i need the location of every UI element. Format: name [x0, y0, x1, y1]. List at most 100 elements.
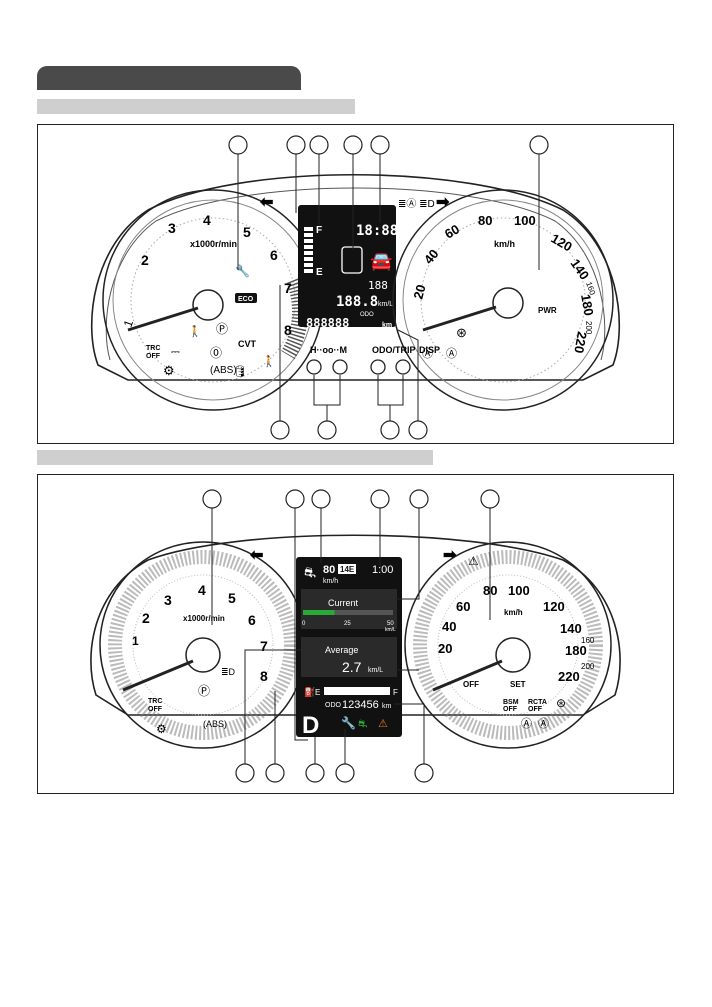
speed-number: 200: [581, 662, 595, 671]
current-label: Current: [328, 598, 359, 608]
mid-time: 1:00: [372, 564, 393, 576]
button-mid-label: ODO/TRIP: [372, 345, 416, 355]
tach-number: 3: [164, 592, 172, 608]
speed-number: 60: [442, 221, 462, 241]
tach-number: 6: [270, 247, 278, 263]
mid-speed-unit: km/h: [323, 578, 338, 585]
abs-icon: (ABS): [203, 719, 227, 729]
speed-number: 120: [543, 599, 565, 614]
speed-number: 160: [581, 636, 595, 645]
brake-icon: ⓪: [210, 346, 222, 360]
tach-number: 2: [141, 252, 149, 268]
odo-label: ODO: [325, 702, 342, 709]
cluster-panel-b: 1 2 3 4 5 6 7 8 x1000r/min TRC OFF Ⓟ (AB…: [37, 474, 674, 794]
auto-hold-icon: Ⓐ: [422, 347, 433, 360]
engine-check-icon: ⚙: [163, 363, 175, 378]
speed-number: 80: [478, 213, 492, 228]
speed-number: 220: [558, 669, 580, 684]
speed-needle: [422, 305, 497, 332]
speedometer-gauge-b: 20 40 60 80 100 120 140 160 180 200 220 …: [404, 541, 612, 749]
speedometer-gauge: 20 40 60 80 100 120 140 160 180 200 220 …: [392, 189, 614, 411]
lights-icon: ≣D: [221, 667, 236, 677]
tach-number: 8: [260, 668, 268, 684]
section-header-tab: [37, 66, 301, 90]
odo-value: 123456: [342, 699, 379, 711]
mid-badge-bg: [338, 564, 356, 574]
speed-number: 180: [578, 293, 597, 317]
cvt-label: CVT: [238, 339, 257, 349]
h-m-button[interactable]: [306, 359, 322, 375]
pwr-label: PWR: [538, 306, 557, 315]
left-arrow-icon: ⬅: [249, 547, 263, 564]
speed-unit-label: km/h: [494, 239, 515, 249]
wrench-icon: 🔧: [341, 715, 356, 730]
tach-number: 1: [132, 634, 139, 648]
parking-icon: Ⓟ: [198, 684, 210, 698]
auto-hold-icon: Ⓐ: [538, 717, 549, 730]
warning-icon: ⚠: [468, 554, 479, 568]
disp-button[interactable]: [395, 359, 411, 375]
abs-icon: (ABS): [210, 365, 237, 376]
vehicle-green-icon: ⛐: [358, 718, 368, 730]
cluster-outline-a: [90, 174, 621, 381]
warning-orange-icon: ⚠: [378, 718, 388, 730]
tach-number: 4: [198, 582, 206, 598]
center-multi-info-display: ⬅ ➡ ⛐ 80 14E km/h 1:00 Current 0 25 50 k…: [249, 547, 457, 739]
speed-number: 100: [508, 583, 530, 598]
tach-number: 4: [203, 212, 211, 228]
fuel-gauge-label-e: E: [316, 267, 323, 278]
callout-circles-b: [202, 489, 500, 783]
speed-number: 60: [456, 599, 470, 614]
cluster-outline-b: [90, 534, 621, 716]
meter-buttons: H··oo··M ODO/TRIP DISP: [306, 345, 440, 375]
callout-circles-a: [228, 135, 549, 440]
speed-number: 20: [438, 641, 452, 656]
odo-trip-button[interactable]: [370, 359, 386, 375]
fuel-icon: ⛽: [304, 686, 315, 697]
lcd-odo-label: ODO: [360, 312, 374, 318]
vehicle-icon: 🚘: [370, 251, 392, 271]
subsection-bar-b: [37, 450, 433, 465]
steering-icon: ⊛: [556, 696, 566, 710]
tach-number: 6: [248, 612, 256, 628]
speed-number: 180: [565, 643, 587, 658]
current-scale: 50: [387, 621, 394, 627]
button-left-label: H··oo··M: [310, 345, 347, 355]
subsection-bar-a: [37, 99, 355, 114]
tach-hub: [192, 289, 224, 321]
lcd-consumption: 188.8: [336, 294, 378, 310]
tach-number: 5: [243, 224, 251, 240]
h-m-button-2[interactable]: [332, 359, 348, 375]
tach-unit-label: x1000r/min: [183, 614, 225, 623]
average-label: Average: [325, 645, 358, 655]
speed-number: 40: [421, 246, 442, 267]
current-scale: 0: [302, 621, 306, 627]
odo-unit: km: [382, 703, 392, 710]
tachometer-gauge: 1 2 3 4 5 6 7 8 x1000r/min 🔧 ECO CVT TRC…: [102, 189, 324, 411]
current-bar-fill: [303, 610, 335, 615]
tach-number: 5: [228, 590, 236, 606]
tach-number: 7: [284, 280, 292, 296]
tach-number: 8: [284, 322, 292, 338]
lights-icon: ≣Ⓐ ≣D: [398, 198, 435, 210]
lcd-small-number: 188: [368, 279, 388, 292]
svg-text:OFF: OFF: [148, 706, 163, 713]
seatbelt-icon: 🚶: [188, 325, 202, 338]
speed-number: 220: [571, 330, 590, 354]
tach-needle: [122, 659, 194, 692]
center-lcd-display: ⬅ ➡ F E 18:88 🚘 188 188.8 km/L ODO 88888…: [259, 194, 450, 330]
fuel-bar: [324, 687, 390, 695]
mid-badge: 14E: [340, 565, 355, 574]
tach-hub: [185, 637, 221, 673]
oil-icon: 🛢: [233, 365, 247, 378]
fuel-f: F: [393, 688, 398, 697]
right-arrow-icon: ➡: [443, 547, 457, 564]
speed-needle: [432, 659, 503, 692]
speed-number: 160: [584, 281, 597, 297]
current-bar-track: [303, 610, 393, 615]
current-scale: 25: [344, 621, 351, 627]
rcta-off-label: RCTA: [528, 699, 547, 706]
fuel-gauge-bars: [304, 227, 313, 273]
bsm-off-label: BSM: [503, 699, 519, 706]
lcd-odo-unit: km: [382, 322, 392, 329]
